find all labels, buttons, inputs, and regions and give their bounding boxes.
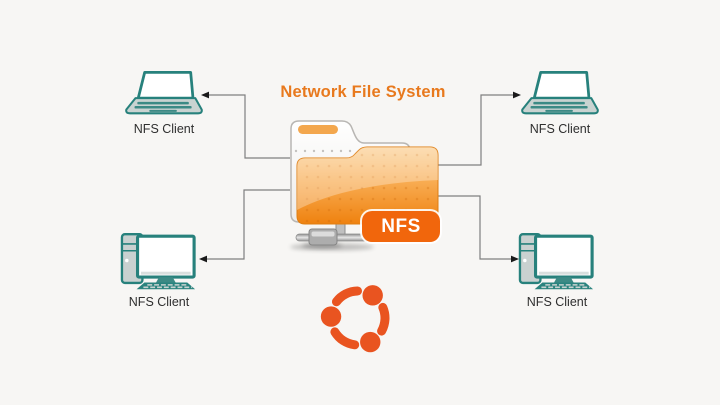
arrowhead-right-top (513, 91, 521, 99)
client-label: NFS Client (526, 295, 588, 309)
arrowhead-right-bottom (511, 255, 519, 263)
connector-bottom-right (438, 195, 512, 260)
folder-tab-strip (298, 125, 338, 134)
desktop-icon (518, 233, 594, 290)
connector-bottom-left (206, 189, 290, 260)
client-bottom-left: NFS Client (117, 232, 201, 309)
connector-top-left (208, 94, 290, 159)
folder-gloss (297, 147, 438, 210)
laptop-icon (125, 71, 203, 115)
client-top-right: NFS Client (518, 71, 602, 136)
client-bottom-right: NFS Client (515, 232, 599, 309)
diagram-title: Network File System (280, 83, 446, 101)
arrowhead-left-bottom (199, 255, 207, 263)
connector-top-right (438, 94, 514, 166)
client-label: NFS Client (133, 122, 195, 136)
laptop-icon (521, 71, 599, 115)
client-label: NFS Client (128, 295, 190, 309)
client-label: NFS Client (529, 122, 591, 136)
arrowhead-left-top (201, 91, 209, 99)
client-top-left: NFS Client (122, 71, 206, 136)
network-folder-icon (290, 120, 439, 251)
ubuntu-logo (320, 285, 390, 353)
desktop-icon (120, 233, 196, 290)
cable-plug (308, 228, 338, 246)
folder-dots-row (294, 149, 352, 153)
nfs-badge: NFS (362, 211, 440, 242)
